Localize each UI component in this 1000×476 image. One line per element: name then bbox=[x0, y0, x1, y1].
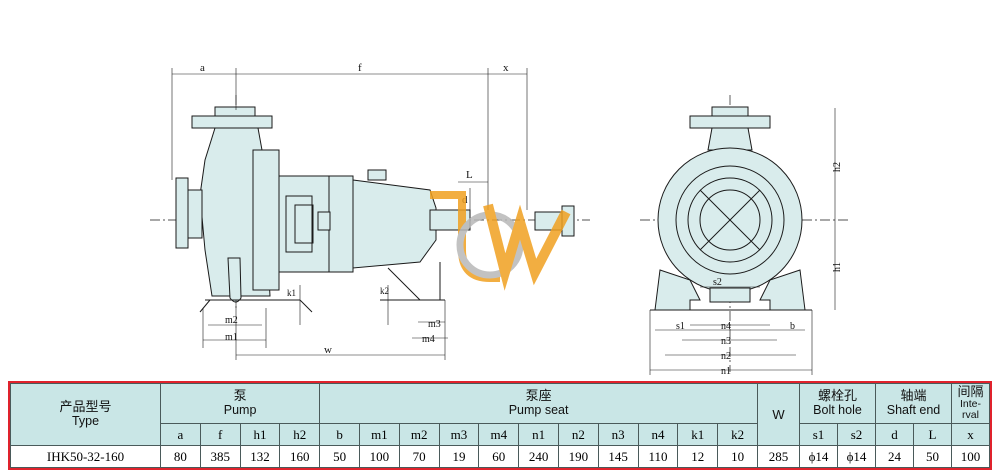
bolt-hole-header: 螺栓孔 Bolt hole bbox=[798, 383, 876, 424]
cell-s1: ϕ14 bbox=[798, 445, 838, 468]
label-n4: n4 bbox=[721, 321, 731, 332]
table-row: IHK50-32-160 80 385 132 160 50 100 70 19… bbox=[10, 445, 990, 468]
col-h1: h1 bbox=[239, 423, 281, 446]
col-f: f bbox=[199, 423, 241, 446]
col-a: a bbox=[160, 423, 201, 446]
label-n1: n1 bbox=[721, 366, 731, 377]
label-s2: s2 bbox=[713, 277, 722, 288]
pump-header: 泵 Pump bbox=[159, 383, 321, 424]
cell-k2: 10 bbox=[717, 445, 758, 468]
col-m2: m2 bbox=[398, 423, 440, 446]
cell-h1: 132 bbox=[239, 445, 281, 468]
col-d: d bbox=[874, 423, 914, 446]
col-s2: s2 bbox=[836, 423, 876, 446]
label-h2: h2 bbox=[832, 162, 843, 172]
col-n3: n3 bbox=[597, 423, 639, 446]
cell-model: IHK50-32-160 bbox=[10, 445, 161, 468]
side-view: a f x L d k1 k2 m2 m1 w m3 m4 bbox=[150, 62, 590, 360]
cell-n4: 110 bbox=[637, 445, 679, 468]
cell-m3: 19 bbox=[438, 445, 480, 468]
pump-dimension-drawing: a f x L d k1 k2 m2 m1 w m3 m4 bbox=[150, 62, 850, 377]
col-k2: k2 bbox=[717, 423, 758, 446]
label-k1: k1 bbox=[287, 288, 296, 298]
cell-n1: 240 bbox=[518, 445, 559, 468]
label-w: w bbox=[324, 344, 332, 356]
cell-d: 24 bbox=[874, 445, 914, 468]
label-m1: m1 bbox=[225, 332, 238, 343]
cell-m4: 60 bbox=[478, 445, 520, 468]
cell-k1: 12 bbox=[677, 445, 719, 468]
label-a: a bbox=[200, 62, 205, 74]
label-b: b bbox=[790, 321, 795, 332]
cell-n2: 190 bbox=[557, 445, 599, 468]
col-k1: k1 bbox=[677, 423, 719, 446]
col-n4: n4 bbox=[637, 423, 679, 446]
col-m3: m3 bbox=[438, 423, 480, 446]
label-m4: m4 bbox=[422, 334, 435, 345]
type-header: 产品型号 Type bbox=[10, 383, 161, 446]
front-view: h2 h1 s2 s1 n4 b n3 n2 n1 bbox=[640, 95, 850, 377]
spec-table: 产品型号 Type 泵 Pump 泵座 Pump seat W 螺栓孔 Bolt… bbox=[10, 383, 990, 468]
col-h2: h2 bbox=[279, 423, 321, 446]
cell-h2: 160 bbox=[279, 445, 321, 468]
label-L: L bbox=[466, 169, 473, 181]
cell-b: 50 bbox=[319, 445, 360, 468]
col-n1: n1 bbox=[518, 423, 559, 446]
col-m4: m4 bbox=[478, 423, 520, 446]
cell-a: 80 bbox=[160, 445, 201, 468]
cell-W: 285 bbox=[756, 445, 800, 468]
label-k2: k2 bbox=[380, 286, 389, 296]
label-n2: n2 bbox=[721, 351, 731, 362]
cell-f: 385 bbox=[199, 445, 241, 468]
cell-m2: 70 bbox=[398, 445, 440, 468]
w-header: W bbox=[756, 383, 800, 446]
pump-seat-header: 泵座 Pump seat bbox=[319, 383, 758, 424]
cell-m1: 100 bbox=[358, 445, 400, 468]
label-n3: n3 bbox=[721, 336, 731, 347]
col-n2: n2 bbox=[557, 423, 599, 446]
label-m2: m2 bbox=[225, 315, 238, 326]
col-x: x bbox=[951, 423, 990, 446]
col-m1: m1 bbox=[358, 423, 400, 446]
col-L: L bbox=[912, 423, 953, 446]
cell-L: 50 bbox=[912, 445, 953, 468]
col-b: b bbox=[319, 423, 360, 446]
label-x: x bbox=[503, 62, 509, 74]
cell-s2: ϕ14 bbox=[836, 445, 876, 468]
cell-n3: 145 bbox=[597, 445, 639, 468]
label-m3: m3 bbox=[428, 319, 441, 330]
brand-logo-watermark bbox=[430, 191, 571, 291]
cell-x: 100 bbox=[951, 445, 990, 468]
col-s1: s1 bbox=[798, 423, 838, 446]
label-s1: s1 bbox=[676, 321, 685, 332]
label-h1: h1 bbox=[832, 262, 843, 272]
spec-table-frame: 产品型号 Type 泵 Pump 泵座 Pump seat W 螺栓孔 Bolt… bbox=[8, 381, 992, 470]
label-f: f bbox=[358, 62, 362, 74]
shaft-end-header: 轴端 Shaft end bbox=[874, 383, 953, 424]
interval-header: 间隔 Inte- rval bbox=[951, 383, 990, 424]
